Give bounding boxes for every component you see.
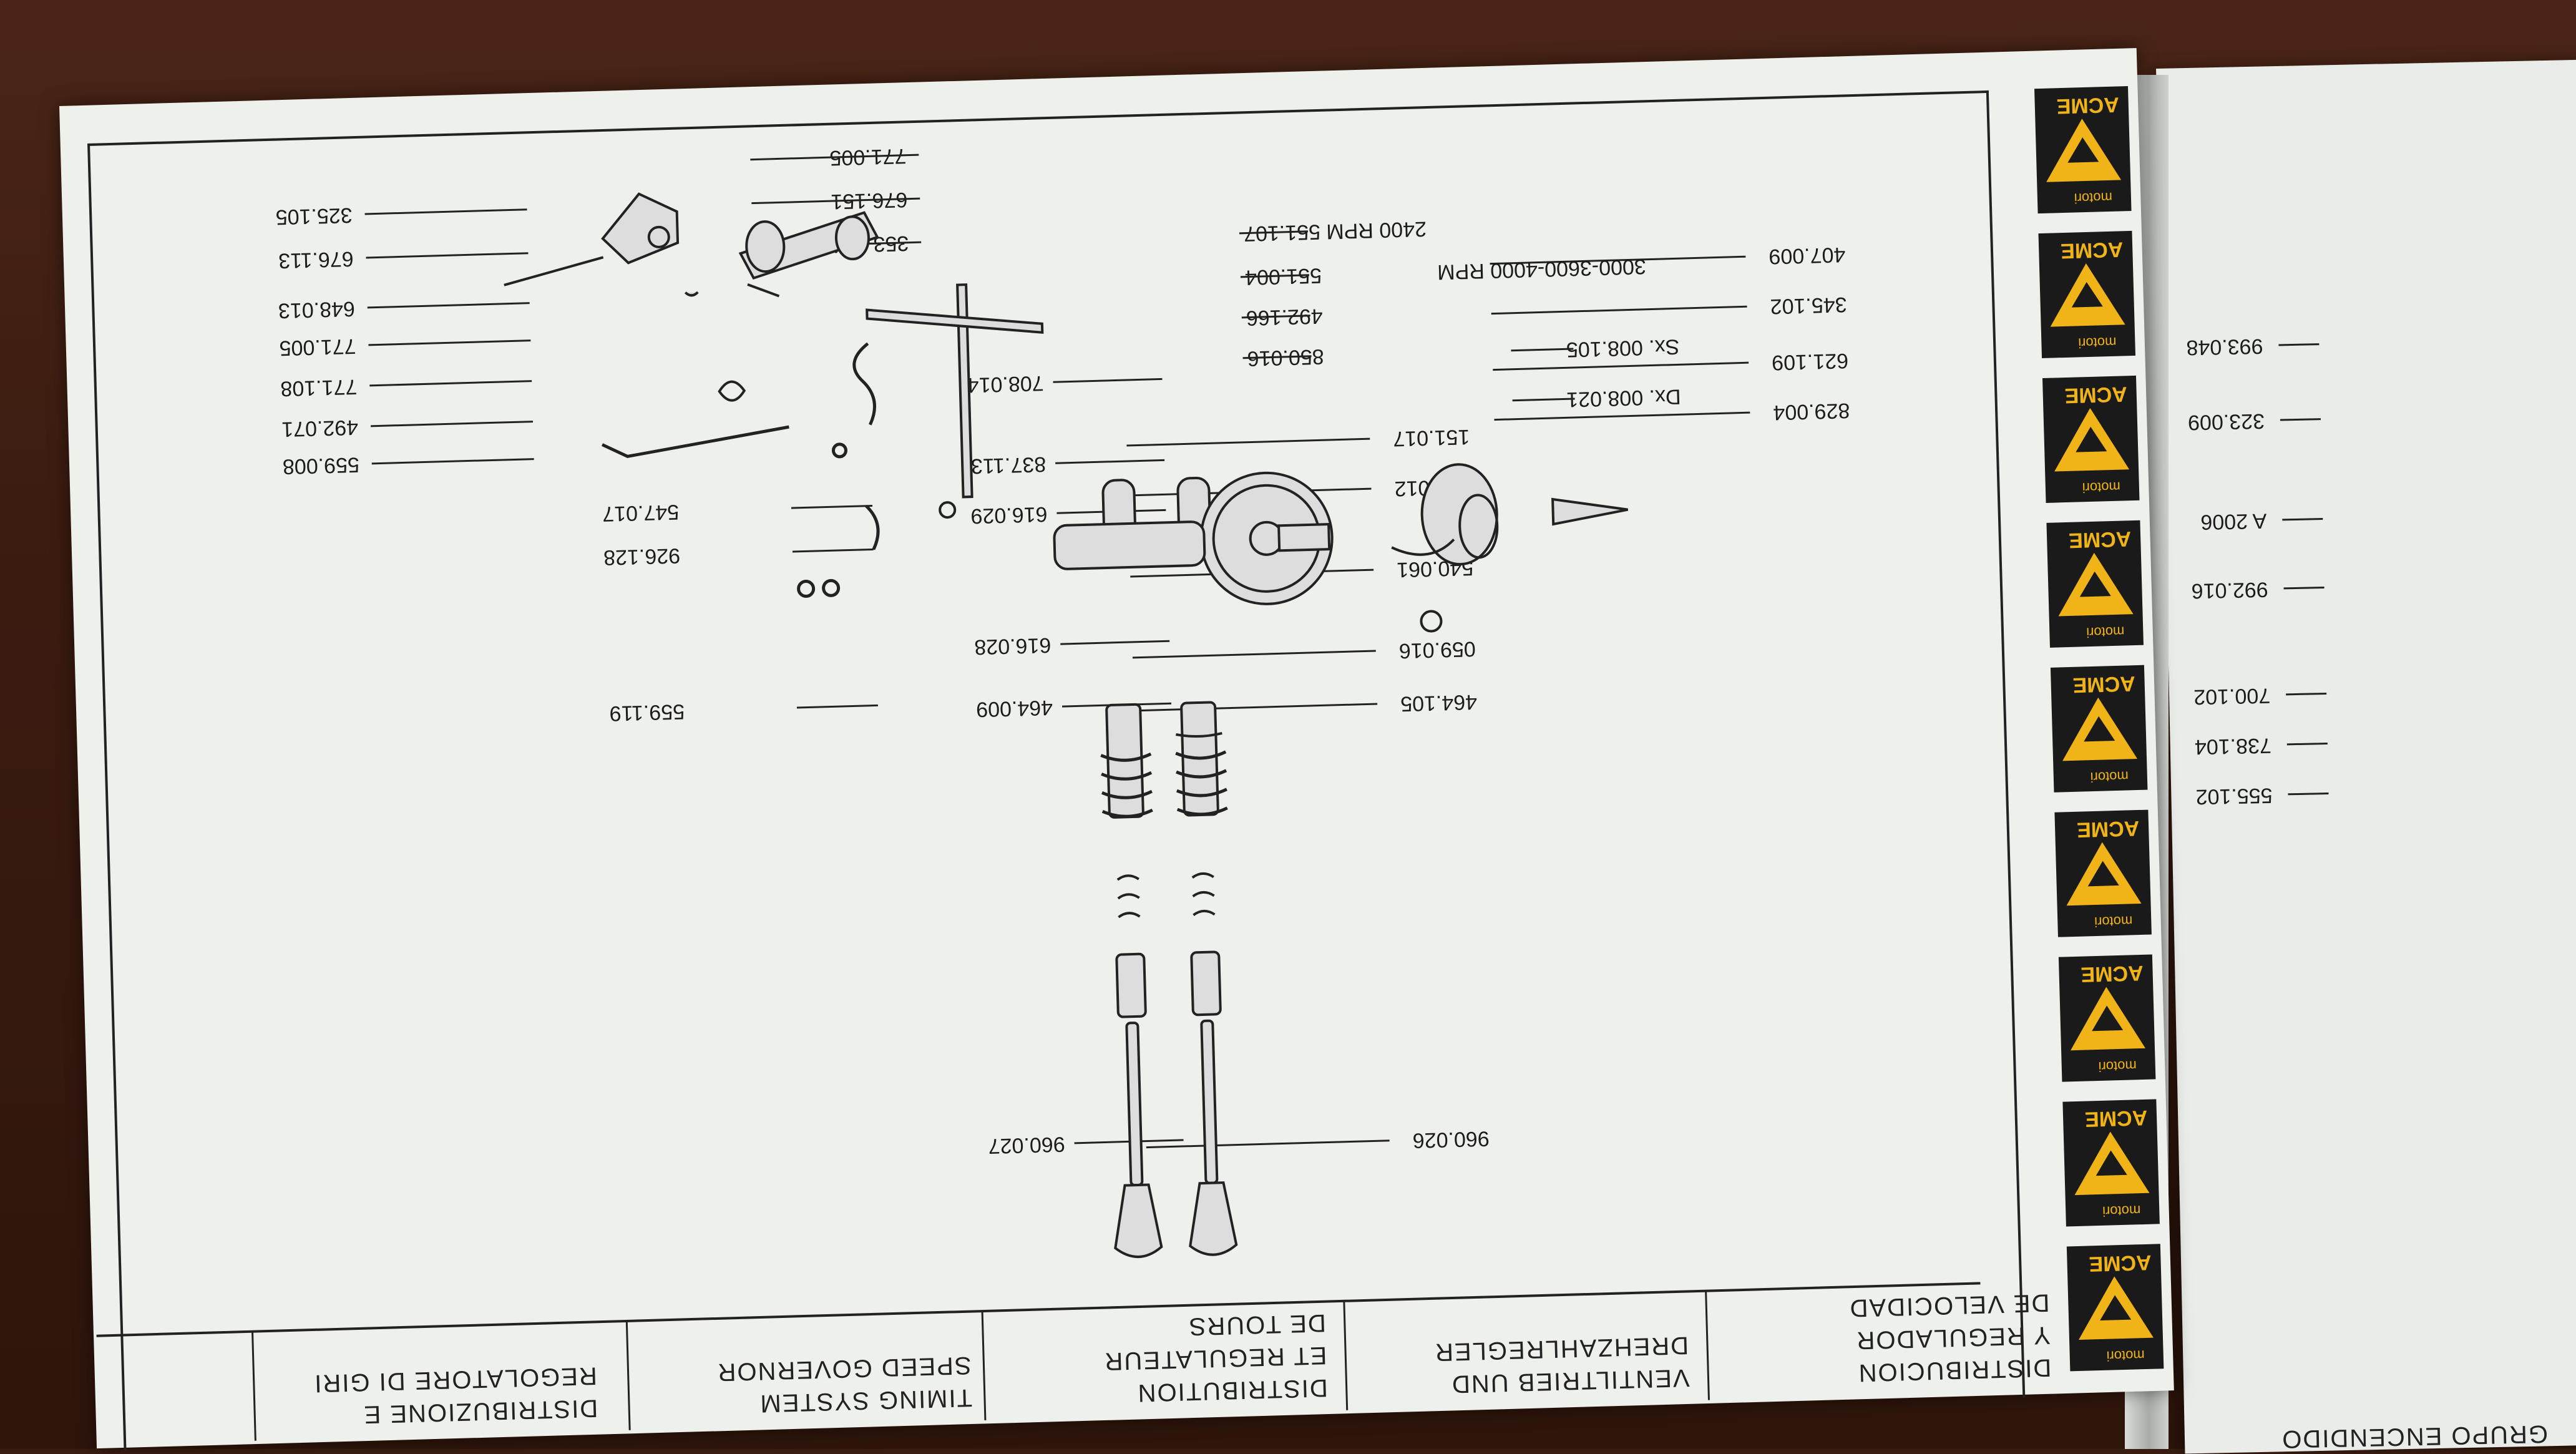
rpm-range: 3000-3600-4000 RPM bbox=[1437, 255, 1646, 284]
logo-motori-text: motori bbox=[2106, 1347, 2145, 1364]
logo-acme-text: ACME bbox=[2077, 816, 2140, 842]
governor-rod bbox=[601, 342, 880, 598]
governor-weights bbox=[504, 192, 879, 298]
part-label-771.108: 771.108 bbox=[280, 374, 358, 400]
right-page-content: GRUPO ENCENDIDO 993.048 323.009 A 2006 992.0… bbox=[2186, 334, 2549, 1449]
part-label-616.028: 616.028 bbox=[974, 633, 1051, 659]
valve-a bbox=[1176, 476, 1238, 1256]
title-line: SPEED GOVERNOR bbox=[716, 1352, 972, 1386]
acme-logo: ACME motori bbox=[2034, 86, 2132, 214]
acme-logo: ACME motori bbox=[2066, 1244, 2164, 1372]
part-label-559.119: 559.119 bbox=[609, 700, 685, 725]
camshaft-gear bbox=[1053, 471, 1334, 605]
logo-acme-text: ACME bbox=[2072, 671, 2135, 697]
part-label-829.004: 829.004 bbox=[1773, 399, 1850, 424]
logo-acme-text: ACME bbox=[2061, 237, 2124, 263]
right-part-label: 992.016 bbox=[2191, 577, 2268, 603]
part-label-547.017: 547.017 bbox=[602, 500, 680, 525]
right-part-label: 738.104 bbox=[2195, 733, 2272, 759]
part-label-771.005: 771.005 bbox=[279, 334, 356, 359]
part-label-960.026: 960.026 bbox=[1412, 1126, 1490, 1152]
part-label-325.105: 325.105 bbox=[275, 203, 353, 229]
title-line: ET REGULATEUR bbox=[1103, 1342, 1327, 1375]
title-line: VENTILTRIEB UND bbox=[1450, 1364, 1690, 1398]
title-line: DISTRIBUZIONE E bbox=[363, 1394, 598, 1428]
logo-acme-text: ACME bbox=[2064, 382, 2127, 407]
valve-springs bbox=[1100, 750, 1228, 818]
part-label-151.017: 151.017 bbox=[1393, 425, 1470, 451]
acme-logo: ACME motori bbox=[2062, 1099, 2160, 1227]
part-label-464.009: 464.009 bbox=[976, 696, 1053, 721]
right-part-label: A 2006 bbox=[2200, 509, 2267, 534]
acme-logo: ACME motori bbox=[2058, 954, 2156, 1082]
acme-logo: ACME motori bbox=[2038, 230, 2136, 359]
logo-acme-text: ACME bbox=[2069, 527, 2132, 552]
acme-logo: ACME motori bbox=[2054, 809, 2152, 937]
part-label-559.008: 559.008 bbox=[282, 452, 359, 478]
title-line: DE VELOCIDAD bbox=[1848, 1289, 2050, 1322]
part-label-059.016: 059.016 bbox=[1398, 637, 1476, 663]
title-line: DISTRIBUTION bbox=[1136, 1374, 1328, 1407]
logo-motori-text: motori bbox=[2090, 768, 2129, 785]
logo-motori-text: motori bbox=[2086, 624, 2125, 641]
title-line: DREHZAHLREGLER bbox=[1433, 1331, 1689, 1365]
title-line: DE TOURS bbox=[1188, 1309, 1326, 1340]
title-line: REGOLATORE DI GIRI bbox=[313, 1362, 598, 1397]
part-label-492.071: 492.071 bbox=[281, 415, 359, 441]
logo-acme-text: ACME bbox=[2089, 1251, 2152, 1276]
logo-motori-text: motori bbox=[2078, 334, 2117, 351]
part-label-407.009: 407.009 bbox=[1769, 243, 1846, 268]
right-part-label: 555.102 bbox=[2195, 783, 2273, 809]
acme-logo: ACME motori bbox=[2046, 520, 2144, 648]
part-label-926.128: 926.128 bbox=[603, 544, 681, 569]
part-label-676.113: 676.113 bbox=[278, 247, 354, 273]
rocker-lever bbox=[1391, 463, 1628, 633]
title-line: DISTRIBUCION bbox=[1857, 1354, 2052, 1387]
part-label-464.105: 464.105 bbox=[1400, 690, 1478, 716]
acme-logo: ACME motori bbox=[2042, 375, 2140, 503]
logo-motori-text: motori bbox=[2098, 1058, 2137, 1075]
part-label-837.113: 837.113 bbox=[970, 452, 1046, 478]
title-line: TIMING SYSTEM bbox=[759, 1384, 973, 1418]
logo-motori-text: motori bbox=[2102, 1203, 2141, 1219]
part-label-621.109: 621.109 bbox=[1772, 349, 1849, 374]
part-label-648.013: 648.013 bbox=[278, 296, 355, 322]
logo-motori-text: motori bbox=[2082, 479, 2120, 496]
title-line: Y REGULADOR bbox=[1855, 1321, 2051, 1354]
title-strip bbox=[96, 1282, 1981, 1337]
right-part-label: 323.009 bbox=[2188, 409, 2265, 434]
logo-acme-text: ACME bbox=[2085, 1106, 2148, 1131]
logo-motori-text: motori bbox=[2094, 913, 2133, 930]
right-part-label: 993.048 bbox=[2186, 334, 2263, 359]
right-page-title: GRUPO ENCENDIDO bbox=[2281, 1420, 2549, 1449]
part-label-960.027: 960.027 bbox=[988, 1132, 1065, 1158]
part-label-616.029: 616.029 bbox=[970, 502, 1048, 528]
part-labels: 708.014 837.113 616.029 616.028 464.009 960.0… bbox=[275, 144, 1850, 1158]
rpm-2400: 2400 RPM bbox=[1326, 217, 1427, 243]
logo-acme-text: ACME bbox=[2081, 961, 2144, 987]
logo-motori-text: motori bbox=[2074, 190, 2112, 207]
acme-logo-column: ACMEmotoriACMEmotoriACMEmotoriACMEmotori… bbox=[2034, 86, 2164, 1372]
part-label-sx: Sx. 008.105 bbox=[1566, 334, 1679, 361]
part-label-345.102: 345.102 bbox=[1770, 293, 1847, 318]
right-part-label: 700.102 bbox=[2193, 683, 2271, 709]
acme-logo: ACME motori bbox=[2050, 665, 2148, 793]
part-label-dx: Dx. 008.021 bbox=[1566, 384, 1681, 411]
governor-arm bbox=[718, 283, 1044, 519]
logo-acme-text: ACME bbox=[2056, 92, 2119, 118]
part-label-708.014: 708.014 bbox=[967, 371, 1044, 397]
